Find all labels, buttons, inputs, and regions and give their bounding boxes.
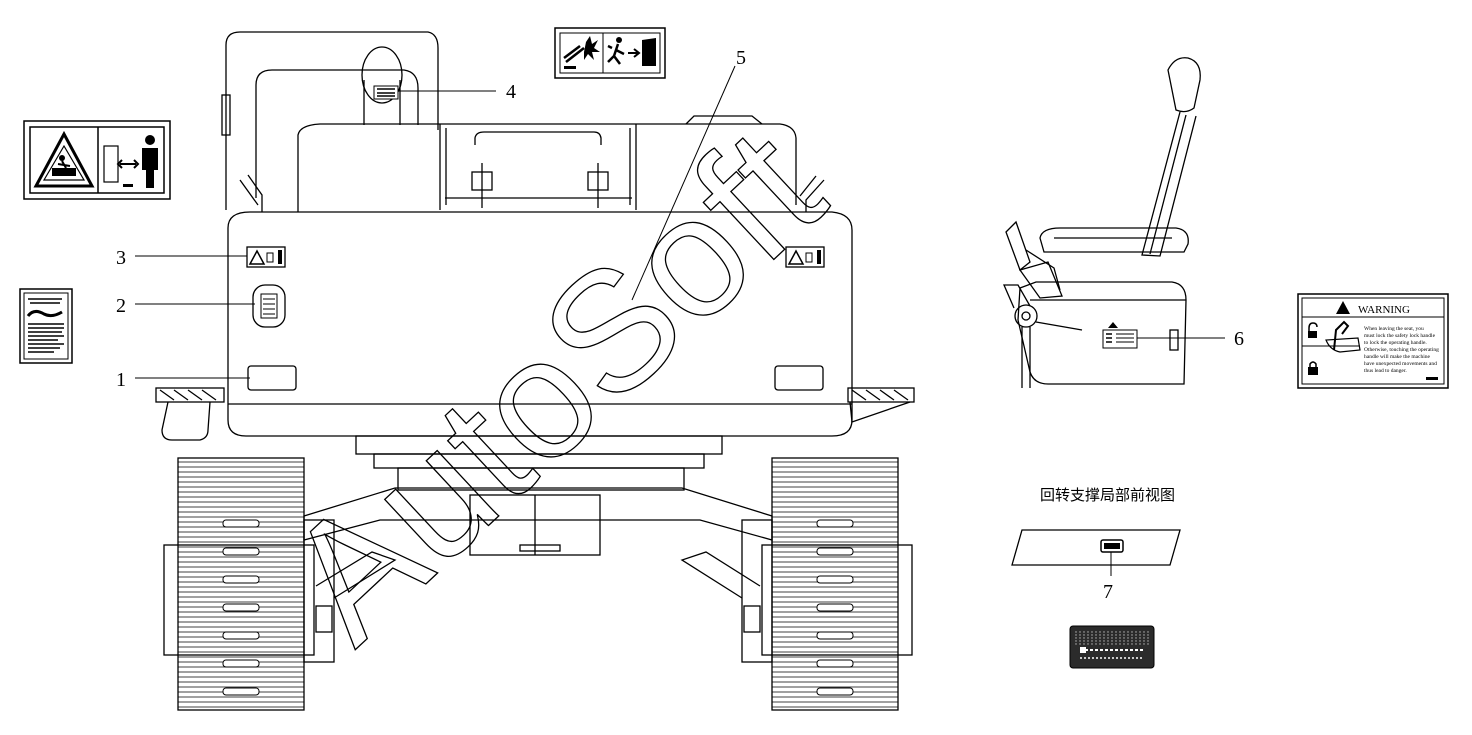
cab-window (255, 69, 419, 198)
person-crushed-icon (59, 155, 65, 161)
hose-icon (26, 309, 63, 318)
callout-2: 2 (116, 295, 126, 317)
warning-header: WARNING (1358, 304, 1410, 316)
running-person-icon (616, 37, 622, 43)
warning-line-3: to lock the operating handle. (1364, 340, 1427, 346)
callout-5: 5 (736, 47, 746, 69)
warning-line-7: thus lead to danger. (1364, 368, 1407, 374)
person-icon (145, 135, 155, 145)
leader-lines (135, 65, 1225, 576)
decal-on-counterweight-left (246, 246, 286, 268)
safety-lock-lever (1014, 304, 1038, 328)
callout-7: 7 (1103, 581, 1113, 603)
step-right (847, 387, 915, 403)
cab-side-strip (221, 94, 231, 136)
track-links (222, 519, 854, 696)
callouts: 1 2 3 4 5 6 7 (116, 47, 1244, 603)
callout-1: 1 (116, 369, 126, 391)
warning-line-2: must lock the safety lock handle (1364, 332, 1436, 339)
operator-seat (1003, 57, 1201, 388)
warning-line-6: have unexpected movements and (1364, 361, 1437, 367)
warning-line-5: handle will make the machine (1364, 354, 1431, 360)
watermark: AutoSoft (250, 93, 858, 678)
headrest (1167, 57, 1201, 113)
watermark-text: AutoSoft (251, 93, 858, 677)
unlock-icon (1308, 322, 1318, 332)
decal-on-counterweight-right (785, 246, 825, 268)
hood-handle (474, 131, 602, 145)
tail-light-right (774, 365, 824, 391)
callout-4: 4 (506, 81, 516, 103)
detail-view-title: 回转支撑局部前视图 (1040, 486, 1175, 504)
detail-view-plate (1011, 529, 1181, 566)
track-left (163, 457, 335, 711)
decal-on-cab (373, 85, 399, 100)
seat-back (1141, 111, 1197, 257)
lock-icon (1309, 361, 1317, 368)
warning-line-1: When leaving the seat, you (1364, 326, 1424, 332)
track-right (741, 457, 913, 711)
warning-body: When leaving the seat, you must lock the… (1364, 326, 1439, 374)
seat-cushion (1039, 227, 1189, 253)
callout-6: 6 (1234, 328, 1244, 350)
seat-base (1017, 281, 1187, 385)
tail-light-left (247, 365, 297, 391)
engine-hood (297, 123, 797, 212)
excavator-rear-view (155, 31, 915, 711)
cab-outline (225, 31, 439, 210)
decal-explosion-exit-enlarged (554, 27, 666, 79)
explosion-icon (584, 36, 600, 60)
step-left (155, 387, 225, 403)
decal-grease-plate-enlarged (1069, 625, 1155, 669)
double-arrow-icon (116, 159, 140, 169)
door-icon (642, 38, 656, 66)
decal-keep-distance-enlarged (23, 120, 171, 200)
arrow-icon (628, 48, 641, 58)
warning-decal-enlarged: WARNING When leaving the seat, you must … (1297, 293, 1449, 389)
warning-triangle-icon (1336, 301, 1350, 314)
decal-on-seat (1102, 322, 1138, 349)
control-lever (1005, 220, 1031, 272)
decal-instruction-enlarged (19, 288, 73, 364)
callout-3: 3 (116, 247, 126, 269)
warning-line-4: Otherwise, touching the operating (1364, 347, 1439, 353)
decal-hydraulic-port (252, 284, 286, 328)
mirror (361, 46, 403, 104)
